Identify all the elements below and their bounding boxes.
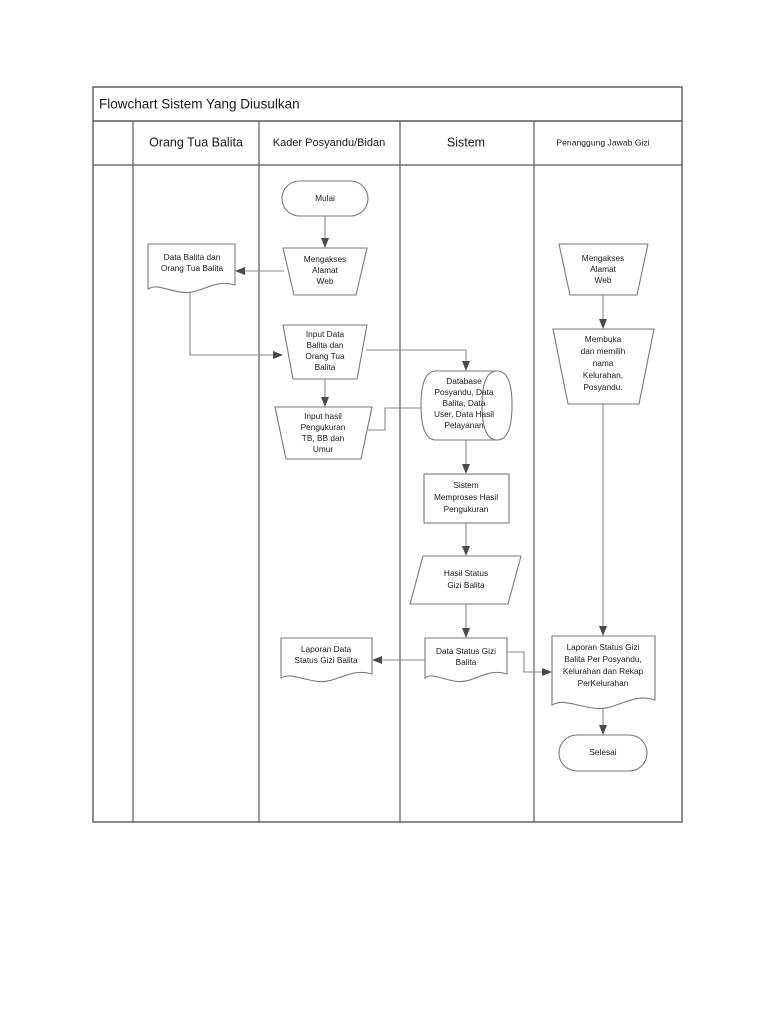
edge-membuka-to-laporan-posyandu <box>599 404 607 636</box>
membuka-memilih-line-4: Kelurahan, <box>583 370 623 380</box>
sistem-memproses-rect <box>423 473 510 524</box>
lane-header-kader-posyandu-bidan: Kader Posyandu/Bidan <box>273 137 386 149</box>
mulai-label: Mulai <box>315 193 335 203</box>
database-line-5: Pelayanan <box>444 420 484 430</box>
node-laporan-status-gizi-posyandu[interactable]: Laporan Status Gizi Balita Per Posyandu,… <box>551 635 656 710</box>
data-status-gizi-document <box>424 637 508 683</box>
laporan-status-posyandu-line-4: PerKelurahan <box>578 678 629 688</box>
node-input-hasil-pengukuran[interactable]: Input hasil Pengukuran TB, BB dan Umur <box>274 406 373 460</box>
laporan-status-posyandu-line-3: Kelurahan dan Rekap <box>563 666 644 676</box>
edge-database-to-sistem-memproses <box>462 440 470 474</box>
node-mengakses-alamat-web-pjg[interactable]: Mengakses Alamat Web <box>558 243 649 296</box>
hasil-status-line-1: Hasil Status <box>444 568 488 578</box>
data-balita-line-1: Data Balita dan <box>164 252 221 262</box>
node-selesai[interactable]: Selesai <box>558 734 648 772</box>
laporan-data-status-line-1: Laporan Data <box>301 644 352 654</box>
data-status-gizi-line-1: Data Status Gizi <box>436 646 496 656</box>
lane-headers: Orang Tua Balita Kader Posyandu/Bidan Si… <box>149 135 650 149</box>
node-hasil-status-gizi[interactable]: Hasil Status Gizi Balita <box>409 555 522 605</box>
edge-laporan-posyandu-to-selesai <box>599 708 607 735</box>
mengakses-web-pjg-line-1: Mengakses <box>582 253 624 263</box>
edge-sistem-memproses-to-hasil-status <box>462 523 470 556</box>
edge-hasil-status-to-data-status <box>462 604 470 638</box>
sistem-memproses-line-2: Memproses Hasil <box>434 492 498 502</box>
frame-outer-rect <box>92 86 683 823</box>
input-hasil-line-3: TB, BB dan <box>302 433 345 443</box>
edge-data-status-to-laporan-posyandu <box>507 651 552 676</box>
edge-input-data-to-input-hasil <box>321 379 329 407</box>
node-laporan-data-status-gizi[interactable]: Laporan Data Status Gizi Balita <box>280 637 373 683</box>
mengakses-web-pjg-trapezoid <box>558 243 649 296</box>
lane-header-orang-tua-balita: Orang Tua Balita <box>149 135 243 149</box>
laporan-status-posyandu-document <box>551 635 656 710</box>
membuka-memilih-line-3: nama <box>593 358 614 368</box>
edge-mengakses-web-pjg-to-membuka <box>599 295 607 329</box>
selesai-terminator-shape <box>558 734 648 772</box>
input-hasil-line-4: Umur <box>313 444 334 454</box>
selesai-label: Selesai <box>589 747 616 757</box>
input-data-balita-line-4: Balita <box>315 362 336 372</box>
hasil-status-line-2: Gizi Balita <box>447 580 485 590</box>
laporan-data-status-document <box>280 637 373 683</box>
lane-header-sistem: Sistem <box>447 135 485 149</box>
database-cylinder-end-curve <box>481 370 498 441</box>
mengakses-web-kader-line-2: Alamat <box>312 265 339 275</box>
node-mengakses-alamat-web-kader[interactable]: Mengakses Alamat Web <box>282 247 368 296</box>
laporan-status-posyandu-line-2: Balita Per Posyandu, <box>564 654 641 664</box>
membuka-memilih-trapezoid <box>552 328 655 405</box>
node-sistem-memproses[interactable]: Sistem Memproses Hasil Pengukuran <box>423 473 510 524</box>
input-hasil-pengukuran-trapezoid <box>274 406 373 460</box>
mengakses-web-pjg-line-3: Web <box>595 275 612 285</box>
lane-header-penanggung-jawab-gizi: Penanggung Jawab Gizi <box>556 137 649 147</box>
mengakses-web-pjg-line-2: Alamat <box>590 264 617 274</box>
database-line-2: Posyandu, Data <box>434 387 493 397</box>
data-balita-line-2: Orang Tua Balita <box>161 263 224 273</box>
database-line-1: Database <box>446 376 482 386</box>
diagram-title-bar: Flowchart Sistem Yang Diusulkan <box>99 97 300 112</box>
membuka-memilih-line-2: dan memilih <box>581 346 626 356</box>
data-balita-document-shape <box>147 243 236 294</box>
hasil-status-parallelogram <box>409 555 522 605</box>
input-hasil-line-2: Pengukuran <box>301 422 346 432</box>
node-database[interactable]: Database Posyandu, Data Balita, Data Use… <box>420 370 513 441</box>
input-data-balita-trapezoid <box>282 324 368 380</box>
edge-data-balita-to-input-data <box>189 292 283 359</box>
input-data-balita-line-3: Orang Tua <box>305 351 345 361</box>
data-status-gizi-line-2: Balita <box>456 657 477 667</box>
mengakses-web-kader-line-1: Mengakses <box>304 254 346 264</box>
node-input-data-balita[interactable]: Input Data Balita dan Orang Tua Balita <box>282 324 368 380</box>
page-title: Flowchart Sistem Yang Diusulkan <box>99 97 300 112</box>
sistem-memproses-line-1: Sistem <box>453 480 478 490</box>
laporan-status-posyandu-line-1: Laporan Status Gizi <box>567 642 640 652</box>
database-line-3: Balita, Data <box>443 398 486 408</box>
mulai-terminator-shape <box>281 180 369 217</box>
input-data-balita-line-1: Input Data <box>306 329 345 339</box>
mengakses-web-kader-trapezoid <box>282 247 368 296</box>
sistem-memproses-line-3: Pengukuran <box>444 504 489 514</box>
input-hasil-line-1: Input hasil <box>304 411 342 421</box>
database-line-4: User, Data Hasil <box>434 409 494 419</box>
edge-data-status-to-laporan-data <box>372 656 425 664</box>
connectors <box>189 216 607 735</box>
edge-mengakses-web-to-data-balita <box>235 267 284 275</box>
input-data-balita-line-2: Balita dan <box>307 340 344 350</box>
mengakses-web-kader-line-3: Web <box>317 276 334 286</box>
laporan-data-status-line-2: Status Gizi Balita <box>294 655 358 665</box>
edge-input-data-to-database <box>366 349 470 371</box>
edge-mulai-to-mengakses-web <box>321 216 329 248</box>
lane-dividers <box>132 121 535 822</box>
node-data-status-gizi-balita[interactable]: Data Status Gizi Balita <box>424 637 508 683</box>
diagram-frame <box>92 86 683 823</box>
membuka-memilih-line-1: Membuka <box>585 334 622 344</box>
node-data-balita-orang-tua[interactable]: Data Balita dan Orang Tua Balita <box>147 243 236 294</box>
node-membuka-memilih[interactable]: Membuka dan memilih nama Kelurahan, Posy… <box>552 328 655 405</box>
membuka-memilih-line-5: Posyandu. <box>583 382 622 392</box>
node-mulai[interactable]: Mulai <box>281 180 369 217</box>
